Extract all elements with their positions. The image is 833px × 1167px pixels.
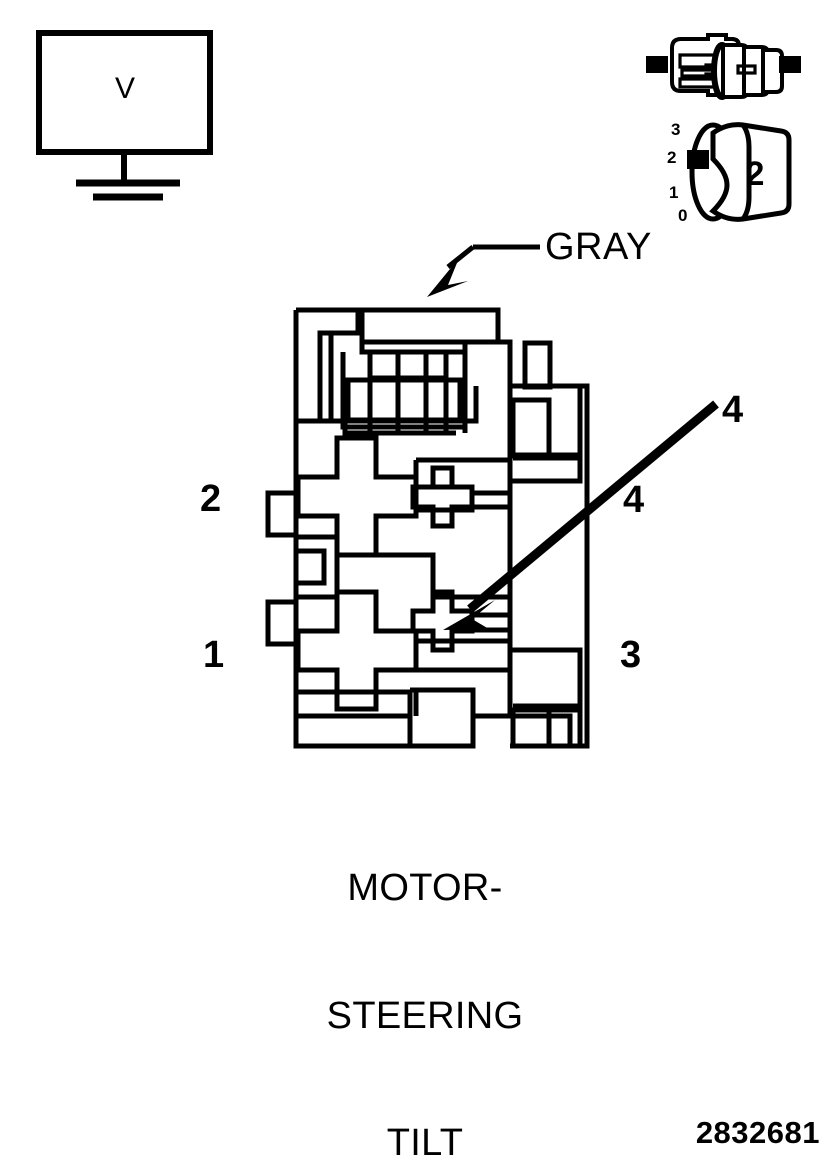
voltmeter-symbol (36, 30, 213, 201)
terminal-label-1: 1 (203, 634, 225, 676)
terminal-label-3: 3 (620, 634, 642, 676)
terminal-label-4: 4 (623, 479, 645, 521)
dial-tick-label-3: 3 (671, 120, 681, 139)
dial-selected-value: 2 (745, 155, 765, 193)
rotary-selector-icon (687, 122, 792, 222)
gray-wire-callout-leader (427, 244, 540, 297)
component-name-line-2: STEERING (326, 994, 524, 1037)
disconnected-connector-icon (646, 33, 801, 100)
dial-tick-label-0: 0 (678, 206, 688, 225)
component-name-line-3: TILT (386, 1122, 464, 1165)
dial-tick-label-1: 1 (669, 183, 679, 202)
dial-tick-label-2: 2 (667, 148, 677, 167)
motor-housing-drawing (265, 307, 590, 749)
part-number-label: 2832681 (695, 1115, 820, 1150)
voltmeter-display-value: V (114, 72, 135, 105)
terminal-label-2: 2 (200, 478, 222, 520)
terminal-callout-label-4: 4 (722, 389, 744, 431)
component-name-label: MOTOR- STEERING TILT (255, 782, 595, 1167)
component-name-line-1: MOTOR- (347, 867, 503, 910)
pin4-callout-arrow (443, 400, 719, 630)
gray-wire-label: GRAY (545, 226, 652, 268)
